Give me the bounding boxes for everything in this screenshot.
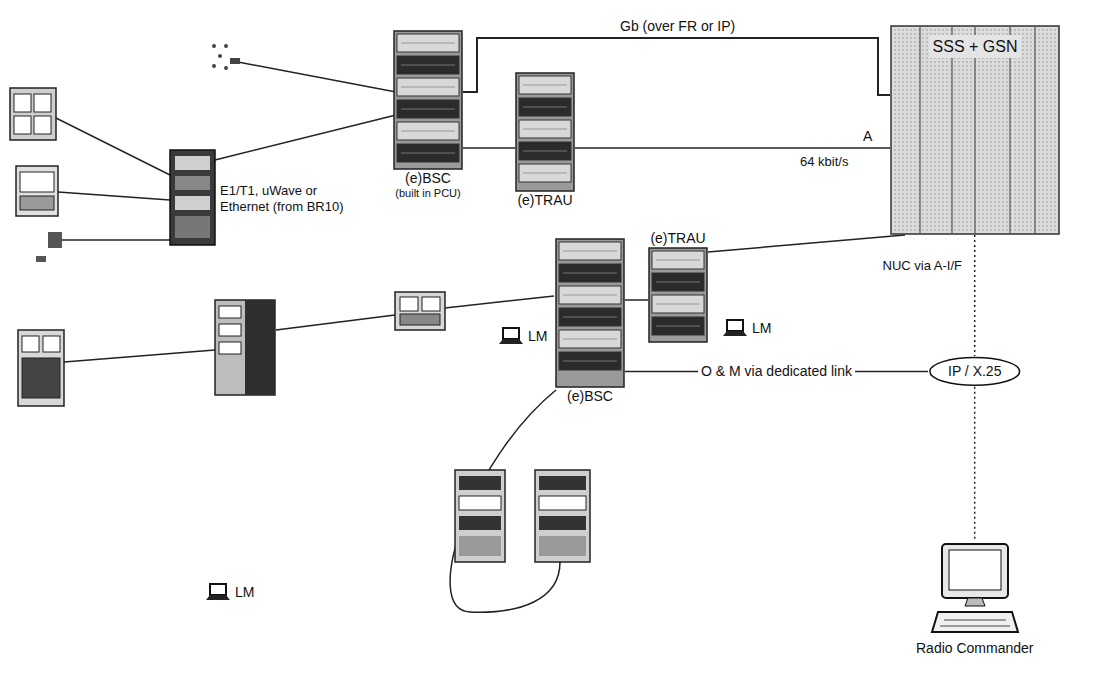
trau-node: (e)TRAU xyxy=(515,72,575,209)
link-connector xyxy=(463,38,890,95)
rack-icon xyxy=(515,72,575,192)
laptop-icon xyxy=(498,326,524,346)
switching-subsystem: SSS + GSN xyxy=(890,25,1060,235)
bts-cabinet xyxy=(395,292,445,330)
node-label: (e)TRAU xyxy=(648,230,708,247)
rack-icon xyxy=(555,238,625,388)
rack-icon xyxy=(393,30,463,170)
bts-cabinet xyxy=(10,88,56,140)
bts-small xyxy=(36,232,62,262)
bts-rack xyxy=(455,470,505,562)
laptop-icon xyxy=(205,582,231,602)
local-maintenance: LM xyxy=(498,326,547,346)
computer-icon xyxy=(930,540,1020,640)
link-connector xyxy=(575,147,890,149)
laptop-row: LM xyxy=(205,582,254,602)
local-maintenance: LM xyxy=(205,582,254,602)
local-maintenance: LM xyxy=(722,318,771,338)
node-label: SSS + GSN xyxy=(929,35,1022,58)
trau-node: (e)TRAU xyxy=(648,230,708,343)
bsc-node: (e)BSC xyxy=(555,238,625,405)
network-cloud: IP / X.25 xyxy=(928,356,1021,387)
bts-hub-rack xyxy=(170,150,215,245)
connector-label: Gb (over FR or IP) xyxy=(617,18,738,35)
link-lines xyxy=(56,62,560,612)
annotation-label: 64 kbit/s xyxy=(800,154,848,170)
laptop-row: LM xyxy=(498,326,547,346)
connector-label: A xyxy=(860,128,875,145)
connector-label: O & M via dedicated link xyxy=(698,363,855,380)
link-connector xyxy=(974,235,976,356)
node-label: LM xyxy=(528,328,547,345)
rack-icon xyxy=(648,247,708,343)
antenna-mast xyxy=(212,44,240,70)
node-label: (e)BSC xyxy=(555,388,625,405)
bts-cabinet xyxy=(16,166,58,216)
bts-rack xyxy=(535,470,590,562)
node-label: IP / X.25 xyxy=(948,363,1001,380)
node-label: (built in PCU) xyxy=(393,187,463,200)
node-label: Radio Commander xyxy=(916,640,1034,657)
annotation-label: NUC via A-I/F xyxy=(842,258,962,274)
annotation-label: E1/T1, uWave or Ethernet (from BR10) xyxy=(220,183,360,214)
bsc-node: (e)BSC(built in PCU) xyxy=(393,30,463,200)
node-label: (e)BSC xyxy=(393,170,463,187)
node-label: (e)TRAU xyxy=(515,192,575,209)
laptop-row: LM xyxy=(722,318,771,338)
laptop-icon xyxy=(722,318,748,338)
radio-commander: Radio Commander xyxy=(916,540,1034,657)
link-connector xyxy=(463,147,515,149)
bts-rack xyxy=(18,330,64,406)
link-connector xyxy=(974,387,976,540)
link-connector xyxy=(625,299,648,301)
bts-rack xyxy=(215,300,275,395)
node-label: LM xyxy=(235,584,254,601)
link-connector xyxy=(708,235,905,252)
node-label: LM xyxy=(752,320,771,337)
